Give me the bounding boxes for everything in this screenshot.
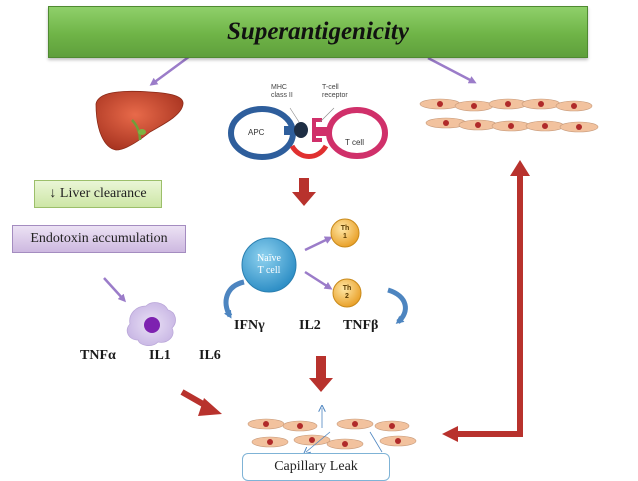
th1-label: Th 1 (340, 225, 350, 240)
title-banner: Superantigenicity (48, 6, 588, 58)
red-down-arrow-top (292, 178, 316, 206)
endothelial-vessel-bottom (247, 408, 417, 452)
red-feedback-arrow (442, 160, 530, 442)
arrow-banner-to-vessel (427, 56, 477, 84)
arrow-banner-to-liver (149, 54, 191, 86)
apc-tcell-receptor-diagram (228, 106, 388, 160)
red-diagonal-arrow (180, 389, 222, 416)
cytokine-tnfb: TNFβ (343, 318, 379, 333)
macrophage-icon (126, 302, 176, 346)
endothelial-vessel-top (419, 98, 599, 133)
blue-curve-arrow-right (387, 287, 408, 324)
cytokine-il2: IL2 (299, 318, 321, 333)
blue-curve-arrow-left (223, 279, 245, 319)
liver-clearance-label: ↓ Liver clearance (49, 186, 147, 201)
th1-cell-icon (330, 218, 360, 248)
capillary-leak-box: Capillary Leak (242, 453, 390, 481)
red-down-arrow-bottom (309, 356, 333, 392)
arrow-endotoxin-to-macrophage (103, 277, 127, 303)
apc-label: APC (248, 128, 265, 137)
mhc-label: MHC class II (271, 84, 293, 99)
naive-tcell-icon (241, 237, 297, 293)
tcr-label: T-cell receptor (322, 84, 348, 99)
th2-cell-icon (332, 278, 362, 308)
arrow-naive-to-th2 (304, 270, 333, 290)
arrow-naive-to-th1 (304, 236, 333, 252)
liver-icon (95, 90, 184, 151)
endotoxin-label: Endotoxin accumulation (30, 231, 168, 246)
endotoxin-box: Endotoxin accumulation (12, 225, 186, 253)
cytokine-ifng: IFNγ (234, 318, 265, 333)
cytokine-tnfa: TNFα (80, 348, 116, 363)
cytokine-il6: IL6 (199, 348, 221, 363)
th2-label: Th 2 (342, 285, 352, 300)
tcell-label: T cell (345, 138, 364, 147)
cytokine-il1: IL1 (149, 348, 171, 363)
page-title: Superantigenicity (227, 18, 409, 45)
liver-clearance-box: ↓ Liver clearance (34, 180, 162, 208)
naive-tcell-label: Naïve T cell (257, 253, 281, 276)
capillary-leak-label: Capillary Leak (274, 459, 358, 474)
